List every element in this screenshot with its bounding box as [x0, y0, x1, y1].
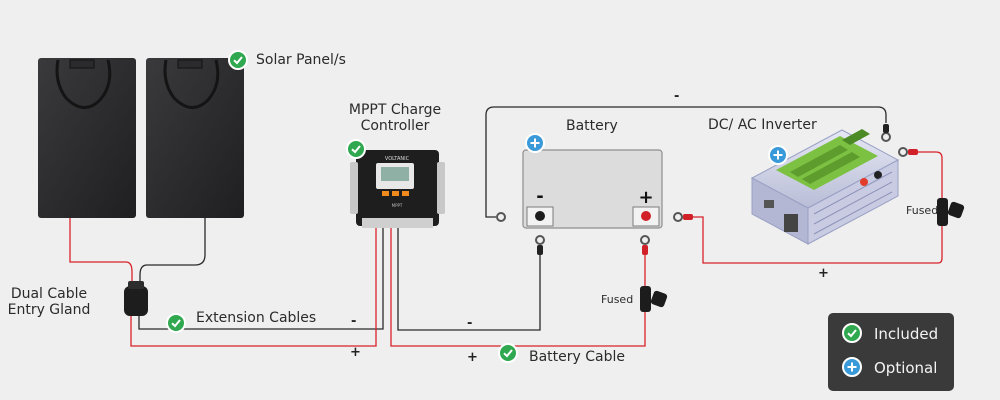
battery-negative-wire — [397, 228, 541, 331]
extension-positive-wire — [130, 228, 377, 347]
optional-plus-icon-inverter — [768, 145, 788, 165]
legend-check-icon — [842, 323, 862, 343]
battery-negative-wire-sign: - — [467, 316, 473, 331]
solar-panels-label: Solar Panel/s — [256, 52, 346, 68]
inverter-positive-wire-b — [916, 151, 943, 198]
panel2-negative-wire — [139, 218, 206, 285]
legend-plus-icon — [842, 357, 862, 377]
legend-optional-label: Optional — [874, 359, 938, 377]
extension-negative-sign: - — [351, 314, 357, 329]
mppt-label-line1: MPPT Charge — [348, 102, 442, 118]
inverter-negative-wire — [485, 106, 887, 218]
battery-negative-terminal-sign: - — [536, 186, 543, 207]
battery-cable-label: Battery Cable — [529, 349, 626, 365]
battery-positive-wire — [390, 228, 646, 347]
battery-positive-terminal-sign: + — [638, 187, 653, 208]
fused-right-label: Fused — [906, 204, 939, 217]
included-check-icon-solar — [228, 50, 248, 70]
mppt-charge-controller: VOLTANIC MPPT — [350, 150, 445, 228]
inverter-positive-wire-a — [686, 216, 943, 264]
dual-cable-entry-gland — [124, 281, 148, 316]
gland-label-line2: Entry Gland — [7, 302, 91, 318]
battery-positive-wire-sign: + — [467, 350, 478, 365]
included-check-icon-battery-cable — [498, 343, 518, 363]
solar-panel-1 — [38, 58, 136, 218]
wires — [69, 106, 943, 347]
included-check-icon-extension — [166, 313, 186, 333]
optional-plus-icon-battery — [525, 133, 545, 153]
fuse-holder-left — [640, 286, 668, 312]
legend-row-optional: Optional — [842, 357, 937, 381]
controller-model-text: MPPT — [392, 203, 403, 208]
solar-panel-2 — [146, 58, 244, 218]
legend-row-included: Included — [842, 323, 938, 347]
ring-terminals — [496, 124, 918, 255]
fused-left-label: Fused — [601, 293, 634, 306]
included-check-icon-controller — [346, 139, 366, 159]
battery-label: Battery — [566, 118, 618, 134]
top-negative-sign: - — [674, 89, 680, 104]
dc-ac-inverter — [750, 129, 900, 245]
legend: Included Optional — [828, 313, 954, 391]
extension-positive-sign: + — [350, 345, 361, 360]
fuse-holder-right — [937, 198, 965, 226]
inverter-label: DC/ AC Inverter — [708, 117, 817, 133]
battery: - + — [522, 149, 663, 229]
legend-included-label: Included — [874, 325, 939, 343]
inverter-positive-sign: + — [818, 266, 829, 281]
panel1-positive-wire — [69, 218, 133, 285]
extension-negative-wire — [138, 228, 384, 330]
extension-cables-label: Extension Cables — [196, 310, 317, 326]
mppt-label-line2: Controller — [360, 118, 430, 134]
gland-label-line1: Dual Cable — [10, 286, 88, 302]
controller-brand-text: VOLTANIC — [385, 156, 410, 162]
